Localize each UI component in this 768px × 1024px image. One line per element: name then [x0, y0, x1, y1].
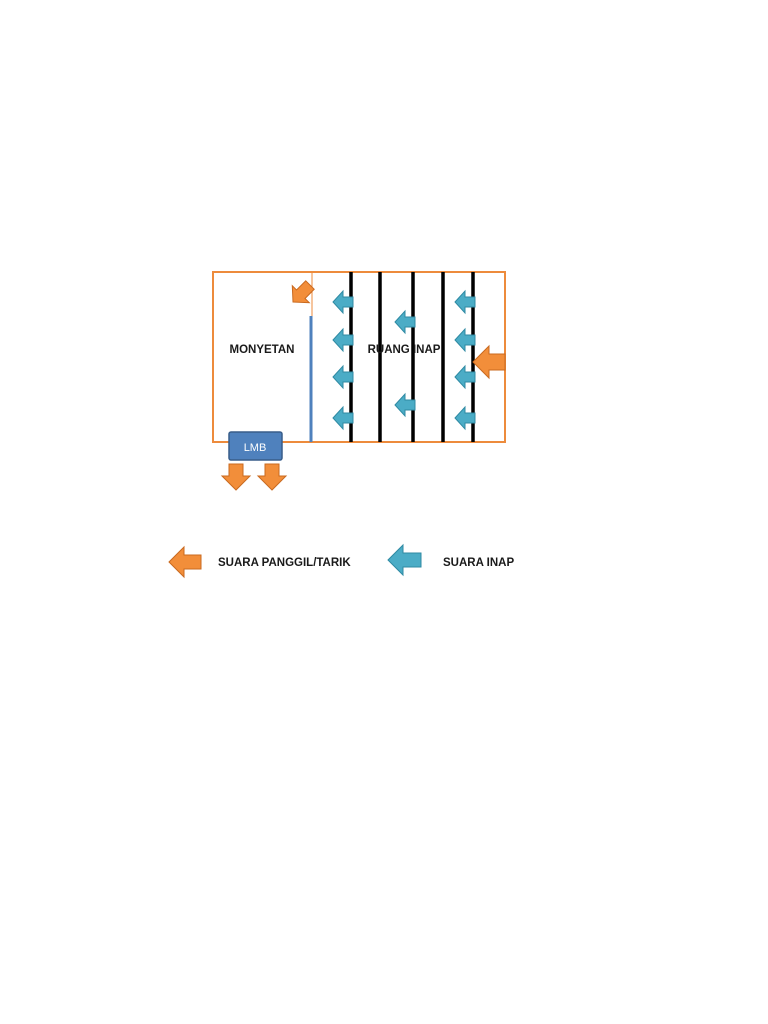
lmb-box [228, 431, 283, 461]
suara-panggil-arrow [472, 344, 506, 380]
legend: SUARA PANGGIL/TARIK SUARA INAP [168, 543, 514, 579]
lmb-label: LMB [244, 442, 267, 454]
legend-blue-label: SUARA INAP [443, 557, 514, 569]
suara-panggil-arrow [221, 463, 251, 491]
legend-orange-label: SUARA PANGGIL/TARIK [218, 557, 351, 569]
suara-panggil-arrow [291, 280, 315, 304]
room-label-monyetan: MONYETAN [230, 344, 295, 356]
suara-panggil-arrow [257, 463, 287, 491]
legend-blue-arrow-icon [387, 543, 422, 577]
room-label-ruang-inap: RUANG INAP [368, 344, 441, 356]
legend-orange-arrow-icon [168, 545, 202, 579]
